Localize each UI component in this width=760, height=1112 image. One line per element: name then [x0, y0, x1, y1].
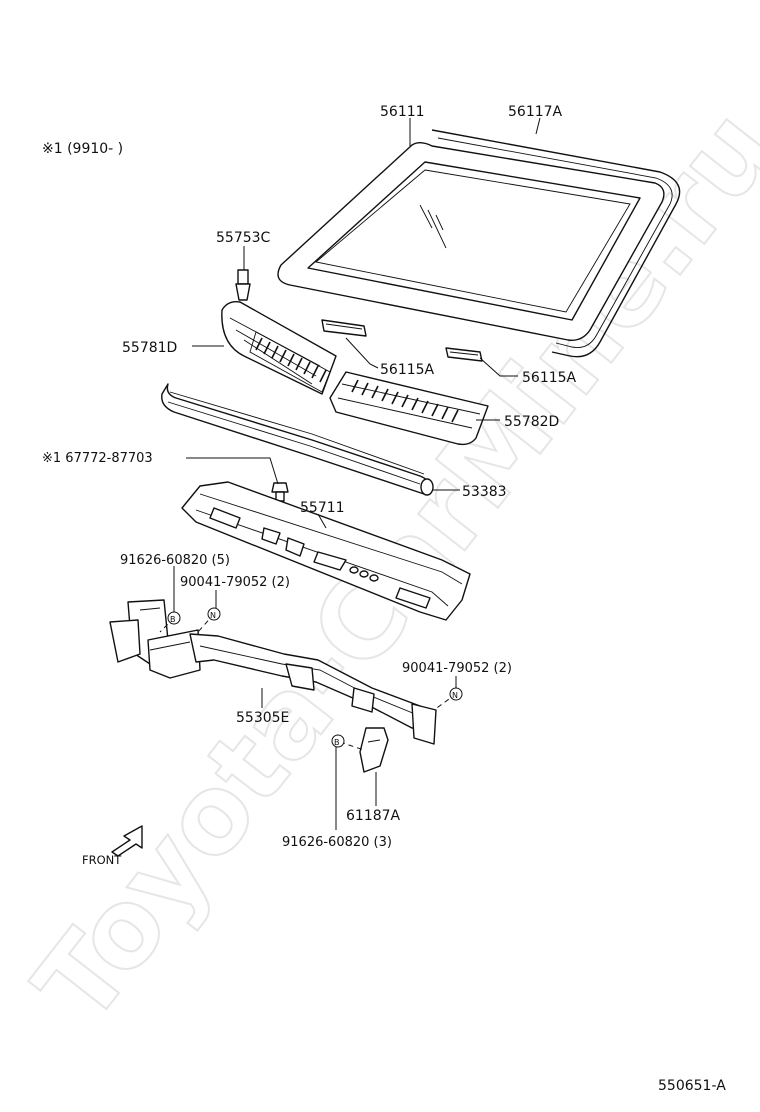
label-61187a: 61187A [346, 808, 401, 824]
label-56111: 56111 [380, 104, 425, 120]
label-nut-right: 90041-79052 (2) [402, 661, 512, 676]
label-seal-note: ※1 67772-87703 [42, 451, 153, 466]
label-nut-left: 90041-79052 (2) [180, 575, 290, 590]
svg-text:B: B [170, 615, 176, 624]
windshield-glass-drawing [277, 142, 665, 341]
svg-text:B: B [334, 738, 340, 747]
nut-marker-left: N [207, 607, 221, 621]
label-53383: 53383 [462, 484, 507, 500]
bracket-drawing [359, 727, 389, 773]
label-bolt-left: 91626-60820 (5) [120, 553, 230, 568]
svg-text:N: N [210, 611, 216, 620]
note-range: ※1 (9910- ) [42, 141, 123, 157]
seal-drawing [161, 383, 434, 496]
label-56117a: 56117A [508, 104, 563, 120]
bolt-marker-bottom: B [331, 734, 345, 748]
glass-stopper-left-drawing [321, 319, 367, 337]
clip-drawing [235, 269, 251, 301]
front-arrow-icon [111, 825, 143, 857]
label-55781d: 55781D [122, 340, 177, 356]
bolt-marker-left: B [167, 611, 181, 625]
reinforcement-drawing [109, 599, 437, 745]
label-55753c: 55753C [216, 230, 271, 246]
label-bolt-bottom: 91626-60820 (3) [282, 835, 392, 850]
diagram-code: 550651-A [658, 1078, 726, 1094]
svg-text:N: N [452, 691, 458, 700]
nut-marker-right: N [449, 687, 463, 701]
cowl-louver-rh-drawing [329, 371, 489, 446]
cowl-louver-lh-drawing [221, 300, 337, 395]
glass-stopper-right-drawing [445, 347, 483, 362]
label-56115a-right: 56115A [522, 370, 577, 386]
windshield-molding-drawing [431, 129, 681, 358]
label-55305e: 55305E [236, 710, 289, 726]
front-label: FRONT [82, 853, 122, 867]
label-55711: 55711 [300, 500, 345, 516]
label-56115a-left: 56115A [380, 362, 435, 378]
label-55782d: 55782D [504, 414, 559, 430]
cowl-panel-drawing [181, 481, 471, 621]
leader-lines [173, 117, 541, 830]
